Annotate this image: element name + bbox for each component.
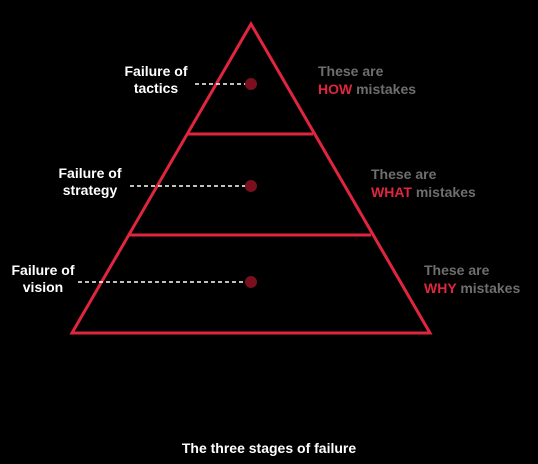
tier-description-why-prefix: These are (424, 262, 490, 278)
tier-label-tactics-line2: tactics (133, 80, 179, 96)
tier-label-tactics: Failure of tactics (114, 63, 198, 97)
tier-label-strategy-line2: strategy (62, 182, 118, 198)
tier-label-tactics-line1: Failure of (124, 63, 188, 79)
tier-description-how-suffix: mistakes (356, 81, 417, 97)
tier-keyword-how: HOW (318, 81, 353, 97)
pyramid-outline (69, 21, 433, 335)
tier-description-how: These are HOW mistakes (318, 62, 416, 98)
tier-description-why-suffix: mistakes (460, 280, 521, 296)
tier-label-strategy-line1: Failure of (58, 165, 122, 181)
tier-description-how-prefix: These are (318, 63, 384, 79)
tier-label-vision-line2: vision (22, 279, 64, 295)
tier-keyword-why: WHY (424, 280, 457, 296)
tier-label-vision: Failure of vision (2, 262, 84, 296)
tier-description-what-suffix: mistakes (415, 184, 476, 200)
diagram-caption: The three stages of failure (181, 440, 357, 456)
tier-description-what: These are WHAT mistakes (371, 165, 476, 201)
tier-description-what-prefix: These are (371, 166, 437, 182)
tier-label-strategy: Failure of strategy (48, 165, 132, 199)
tier-keyword-what: WHAT (371, 184, 412, 200)
marker-tactics (245, 78, 257, 90)
marker-strategy (245, 180, 257, 192)
tier-description-why: These are WHY mistakes (424, 261, 520, 297)
marker-vision (245, 276, 257, 288)
tier-label-vision-line1: Failure of (11, 262, 75, 278)
